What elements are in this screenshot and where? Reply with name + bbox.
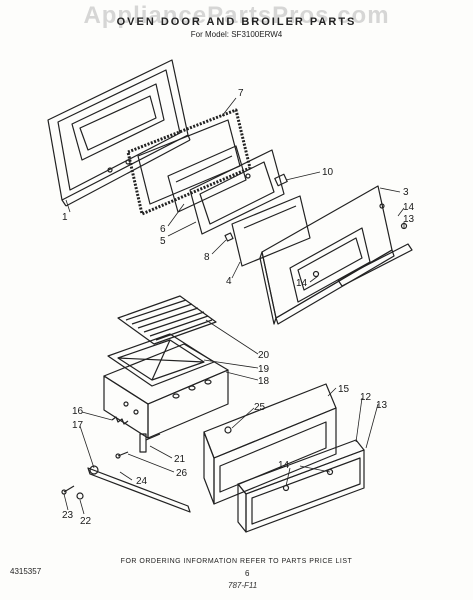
callout-13-door: 13 — [403, 214, 415, 225]
callout-10: 10 — [322, 167, 334, 178]
callout-12: 12 — [360, 392, 372, 403]
broiler-drawer-drawing — [103, 343, 229, 439]
callout-3: 3 — [403, 187, 409, 198]
ordering-note: FOR ORDERING INFORMATION REFER TO PARTS … — [120, 558, 353, 565]
bracket-drawing — [139, 433, 161, 453]
callout-16: 16 — [72, 406, 84, 417]
watermark: AppliancePartsPros.com — [83, 2, 390, 29]
spacer-drawing — [224, 232, 234, 242]
drawer-front-drawing — [237, 439, 365, 533]
callout-14-handle: 14 — [296, 278, 308, 289]
callout-20: 20 — [258, 350, 270, 361]
spring-drawing — [111, 416, 129, 425]
callout-8: 8 — [204, 252, 210, 263]
callout-5: 5 — [160, 236, 166, 247]
page-number: 6 — [245, 569, 250, 578]
drawer-panel-drawing — [203, 383, 337, 505]
callout-19: 19 — [258, 364, 270, 375]
callout-1: 1 — [62, 212, 68, 223]
callout-4: 4 — [226, 276, 232, 287]
callout-24: 24 — [136, 476, 148, 487]
callout-26: 26 — [176, 468, 188, 479]
callout-14-drawer: 14 — [278, 460, 290, 471]
callout-23: 23 — [62, 510, 74, 521]
callout-15: 15 — [338, 384, 350, 395]
handwritten-mark: 787-F11 — [228, 581, 258, 590]
outer-door-drawing — [259, 185, 413, 325]
inner-door-panel-drawing — [47, 59, 191, 207]
callout-7: 7 — [238, 88, 244, 99]
callout-17: 17 — [72, 420, 84, 431]
page-title: OVEN DOOR AND BROILER PARTS — [116, 16, 357, 28]
broiler-grid-drawing — [117, 295, 217, 345]
glass-clip-drawing — [274, 173, 288, 187]
slide-rail-drawing — [87, 465, 191, 513]
callout-18: 18 — [258, 376, 270, 387]
outer-glass-drawing — [231, 195, 311, 267]
callout-13-drawer: 13 — [376, 400, 388, 411]
window-frame-drawing — [189, 149, 285, 235]
screw-26-drawing — [115, 451, 129, 459]
inner-glass-drawing — [167, 145, 247, 213]
callout-14-door: 14 — [403, 202, 415, 213]
model-line: For Model: SF3100ERW4 — [190, 30, 283, 39]
callout-6: 6 — [160, 224, 166, 235]
part-code: 4315357 — [10, 567, 42, 576]
door-gasket-drawing — [126, 108, 252, 216]
callout-21: 21 — [174, 454, 186, 465]
screw-drawing — [224, 426, 232, 434]
callout-25: 25 — [254, 402, 266, 413]
callout-22: 22 — [80, 516, 92, 527]
